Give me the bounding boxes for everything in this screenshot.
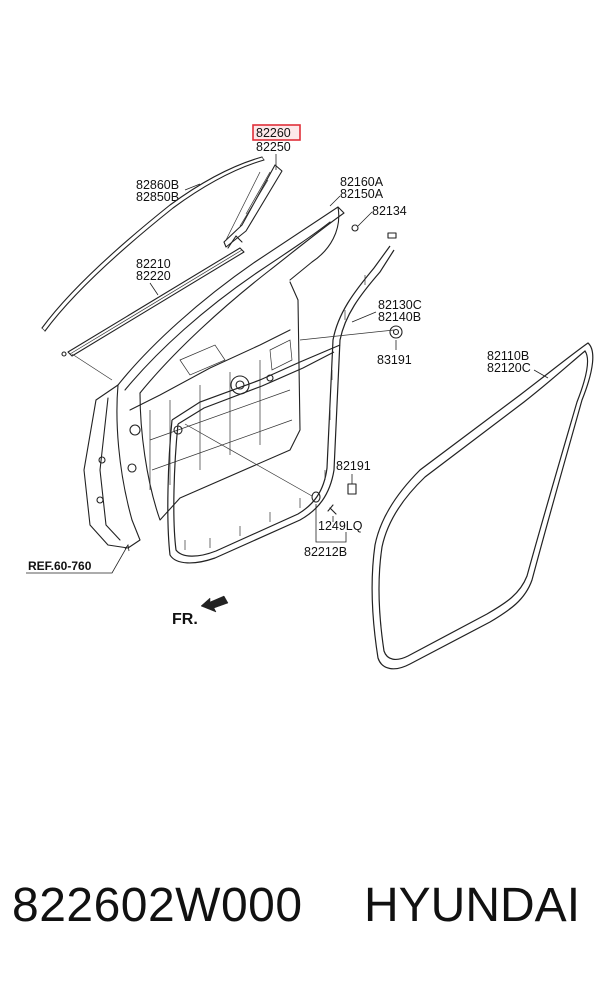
label-82150A[interactable]: 82150A <box>340 187 384 201</box>
front-arrow-icon <box>200 595 229 613</box>
belt-weatherstrip-82210[interactable] <box>61 247 245 357</box>
highlight-box-82260 <box>252 124 301 141</box>
frame-trim-82260[interactable] <box>223 164 283 249</box>
label-1249LQ[interactable]: 1249LQ <box>318 519 363 533</box>
label-82850B[interactable]: 82850B <box>136 190 179 204</box>
label-82250[interactable]: 82250 <box>256 140 291 154</box>
label-82120C[interactable]: 82120C <box>487 361 531 375</box>
part-number: 822602W000 <box>12 879 303 932</box>
clip-82134-b[interactable] <box>351 224 359 232</box>
clip-82134[interactable] <box>387 232 397 239</box>
label-82260[interactable]: 82260 <box>256 126 291 140</box>
body-side-weatherstrip-82110B[interactable] <box>371 342 594 670</box>
front-direction-label: FR. <box>172 611 198 628</box>
label-82191[interactable]: 82191 <box>336 459 371 473</box>
roof-molding-82860B[interactable] <box>41 156 265 332</box>
screw-1249LQ[interactable] <box>327 504 337 515</box>
label-82210[interactable]: 82210 <box>136 257 171 271</box>
brand-name: HYUNDAI <box>364 879 581 932</box>
label-82212B[interactable]: 82212B <box>304 545 347 559</box>
door-seal-parts-diagram: 82260 82250 82860B 82850B 82210 82220 82… <box>26 124 594 670</box>
clip-82191[interactable] <box>347 483 357 495</box>
plug-83191[interactable] <box>389 325 403 339</box>
door-weatherstrip[interactable] <box>167 245 395 564</box>
label-82130C[interactable]: 82130C <box>378 298 422 312</box>
grommet-82212B[interactable] <box>311 491 321 503</box>
label-82220[interactable]: 82220 <box>136 269 171 283</box>
label-82160A[interactable]: 82160A <box>340 175 384 189</box>
part-footer: 822602W000 HYUNDAI <box>0 872 600 952</box>
label-82140B[interactable]: 82140B <box>378 310 421 324</box>
label-82110B[interactable]: 82110B <box>487 349 529 363</box>
reference-lines <box>71 171 395 497</box>
ref-label[interactable]: REF.60-760 <box>28 559 92 573</box>
front-door-panel[interactable] <box>83 206 345 549</box>
label-83191[interactable]: 83191 <box>377 353 412 367</box>
label-82134[interactable]: 82134 <box>372 204 407 218</box>
label-82860B[interactable]: 82860B <box>136 178 179 192</box>
